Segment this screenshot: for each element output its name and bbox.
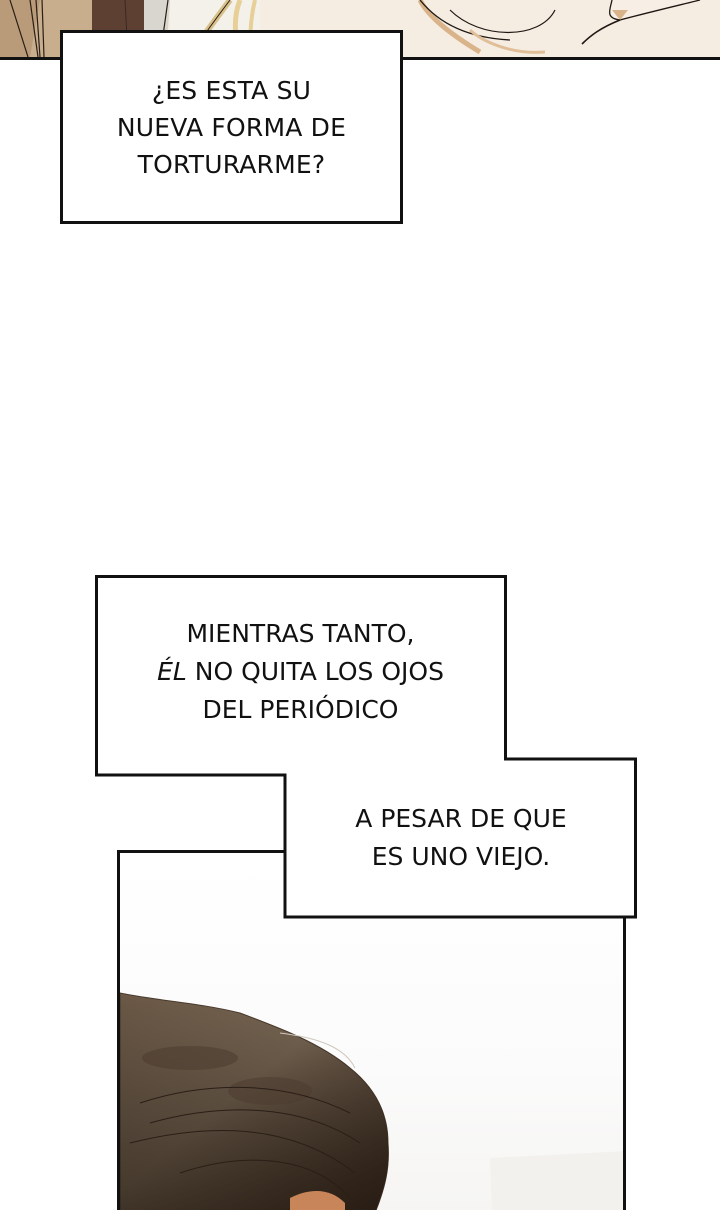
caption-box: A PESAR DE QUE ES UNO VIEJO. xyxy=(285,800,637,876)
stepped-caption-group: MIENTRAS TANTO, ÉL NO QUITA LOS OJOS DEL… xyxy=(95,575,637,920)
stepped-caption-border xyxy=(95,575,637,919)
caption-line: DEL PERIÓDICO xyxy=(202,695,399,724)
caption-box: MIENTRAS TANTO, ÉL NO QUITA LOS OJOS DEL… xyxy=(95,615,506,729)
caption-line: ÉL NO QUITA LOS OJOS xyxy=(95,653,506,691)
bottom-illustration-panel xyxy=(117,850,626,1210)
caption-line: A PESAR DE QUE xyxy=(355,804,567,833)
caption-box: ¿ES ESTA SU NUEVA FORMA DE TORTURARME? xyxy=(60,30,403,224)
caption-line: ES UNO VIEJO. xyxy=(371,842,551,871)
caption-line: NUEVA FORMA DE xyxy=(116,112,347,142)
hair-illustration xyxy=(120,992,623,1210)
caption-line-text: NO QUITA LOS OJOS xyxy=(194,657,444,686)
emphasis-word: ÉL xyxy=(157,657,187,686)
caption-line: ¿ES ESTA SU xyxy=(151,75,312,105)
caption-line: TORTURARME? xyxy=(137,149,326,179)
caption-line: MIENTRAS TANTO, xyxy=(186,619,415,648)
